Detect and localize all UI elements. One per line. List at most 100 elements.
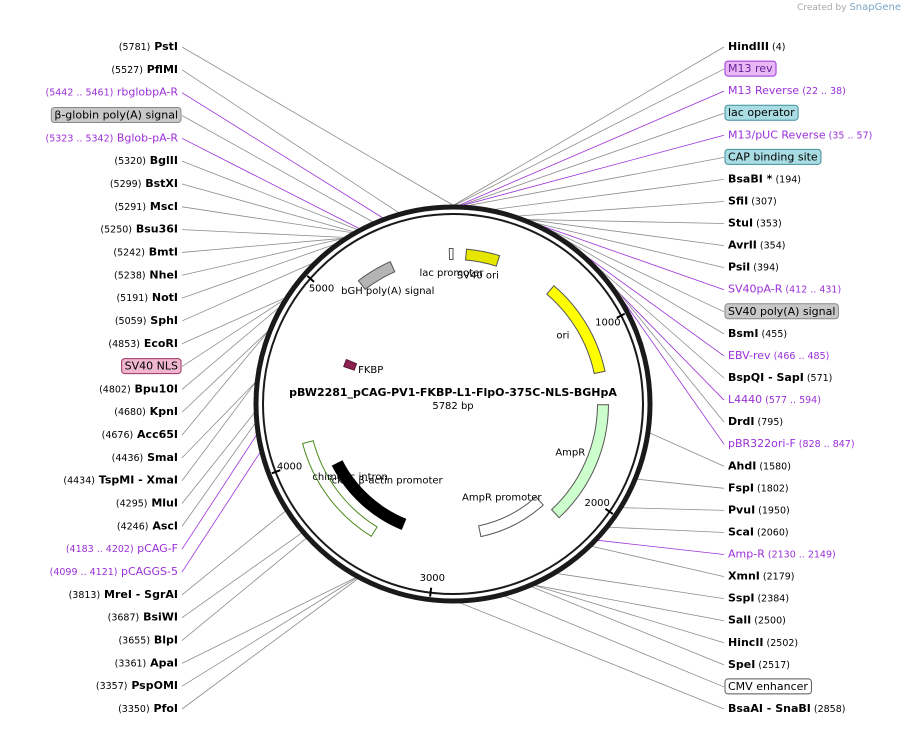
leader-notI bbox=[181, 244, 334, 299]
leader-pbr322 bbox=[609, 281, 725, 445]
leader-bmtI bbox=[181, 237, 343, 253]
feature-lacprom bbox=[448, 247, 454, 261]
label-m13reverse: M13 Reverse (22 .. 38) bbox=[728, 84, 846, 97]
label-part: BmtI bbox=[145, 245, 178, 258]
label-text-mreI: (3813) MreI - SgrAI bbox=[69, 588, 178, 601]
label-part: (4436) bbox=[112, 453, 144, 464]
leader-m13rev bbox=[454, 68, 725, 206]
label-text-sfiI: SfiI (307) bbox=[728, 194, 777, 207]
label-part: AscI bbox=[148, 519, 178, 532]
leader-lines bbox=[181, 46, 725, 710]
label-ahdI: AhdI (1580) bbox=[728, 459, 791, 472]
label-part: (4802) bbox=[99, 384, 131, 395]
leader-m13reverse bbox=[459, 90, 725, 206]
leader-cap bbox=[468, 156, 725, 206]
label-part: (5527) bbox=[111, 65, 143, 76]
label-part: (795) bbox=[755, 417, 784, 428]
label-part: (828 .. 847) bbox=[796, 439, 855, 450]
leader-pvuI bbox=[622, 507, 725, 511]
leader-sv40paR bbox=[540, 224, 725, 291]
feature-label-ori: ori bbox=[556, 330, 569, 341]
feature-chimintron bbox=[301, 440, 378, 538]
feature-box-cmv bbox=[724, 678, 812, 695]
label-ecoRI: (4853) EcoRI bbox=[108, 337, 178, 350]
leader-bsu36I bbox=[181, 229, 345, 238]
leader-salI bbox=[534, 584, 725, 622]
label-part: (4) bbox=[769, 42, 785, 53]
label-part: AhdI bbox=[728, 459, 756, 472]
label-text-pbr322: pBR322ori-F (828 .. 847) bbox=[728, 437, 855, 450]
label-part: (1580) bbox=[756, 461, 791, 472]
label-part: HindIII bbox=[728, 40, 769, 53]
label-part: EcoRI bbox=[140, 337, 178, 350]
label-part: MscI bbox=[146, 200, 178, 213]
label-part: (571) bbox=[804, 373, 833, 384]
leader-apaI bbox=[181, 577, 356, 664]
label-part: BspQI bbox=[728, 371, 764, 384]
leader-bsaBI bbox=[494, 179, 725, 210]
label-pvuI: PvuI (1950) bbox=[728, 503, 790, 516]
label-bglII: (5320) BglII bbox=[114, 154, 178, 167]
label-text-nheI: (5238) NheI bbox=[114, 268, 178, 281]
label-text-pfmI: (5527) PflMI bbox=[111, 63, 178, 76]
leader-pcagF bbox=[181, 434, 257, 550]
leader-sv40polyA bbox=[542, 225, 725, 313]
feature-box-sv40nls bbox=[121, 358, 182, 375]
feature-label-fkbp: FKBP bbox=[358, 365, 383, 376]
leader-tspMI bbox=[181, 382, 256, 481]
label-part: PfoI bbox=[150, 702, 178, 715]
feature-label-lacprom: lac promoter bbox=[419, 268, 484, 279]
label-part: CMV enhancer bbox=[728, 680, 808, 693]
leader-sfiI bbox=[518, 201, 725, 217]
label-text-sphI: (5059) SphI bbox=[115, 314, 178, 327]
label-text-xmnI: XmnI (2179) bbox=[728, 570, 794, 583]
label-text-l4440: L4440 (577 .. 594) bbox=[728, 393, 821, 406]
label-part: (354) bbox=[757, 241, 786, 252]
label-pspOMI: (3357) PspOMI bbox=[96, 679, 178, 692]
label-part: AvrII bbox=[728, 239, 757, 252]
label-text-bstXI: (5299) BstXI bbox=[110, 177, 178, 190]
label-text-m13rev: M13 rev bbox=[728, 62, 773, 75]
label-part: (5059) bbox=[115, 316, 147, 327]
label-part: SspI bbox=[728, 592, 754, 605]
label-part: (1950) bbox=[755, 505, 790, 516]
label-bglobR: (5323 .. 5342) Bglob-pA-R bbox=[45, 131, 178, 144]
feature-sv40ori bbox=[465, 248, 501, 267]
label-part: PstI bbox=[150, 40, 178, 53]
label-pfoI: (3350) PfoI bbox=[118, 702, 178, 715]
label-part: DrdI bbox=[728, 415, 755, 428]
leader-sv40nls bbox=[181, 300, 284, 367]
label-drdI: DrdI (795) bbox=[728, 415, 783, 428]
label-part: (307) bbox=[748, 196, 777, 207]
label-part: PflMI bbox=[143, 63, 178, 76]
label-part: pCAG-F bbox=[134, 542, 178, 555]
label-pstI: (5781) PstI bbox=[119, 40, 178, 53]
tick-label: 2000 bbox=[584, 498, 609, 509]
label-text-mscI: (5291) MscI bbox=[114, 200, 178, 213]
label-m13rev: M13 rev bbox=[724, 60, 777, 77]
label-part: (2060) bbox=[754, 527, 789, 538]
label-bsaBI: BsaBI * (194) bbox=[728, 172, 801, 185]
label-part: StuI bbox=[728, 217, 753, 230]
label-notI: (5191) NotI bbox=[116, 291, 178, 304]
tick-3000 bbox=[429, 587, 433, 597]
label-part: (4295) bbox=[116, 499, 148, 510]
label-part: (1802) bbox=[754, 483, 789, 494]
snapgene-credit: Created by SnapGene bbox=[797, 2, 901, 13]
leader-bglII bbox=[181, 160, 358, 230]
tick-1000 bbox=[616, 312, 626, 319]
label-part: BstXI bbox=[141, 177, 178, 190]
label-part: PvuI bbox=[728, 503, 755, 516]
leader-psiI bbox=[535, 222, 725, 269]
label-part: BsaAI bbox=[728, 702, 763, 715]
label-part: (2517) bbox=[755, 660, 790, 671]
label-acc65I: (4676) Acc65I bbox=[102, 428, 178, 441]
snapgene-logo: SnapGene bbox=[849, 2, 901, 13]
label-part: (3350) bbox=[118, 704, 150, 715]
tick-5000 bbox=[306, 275, 315, 283]
label-part: (3813) bbox=[69, 590, 101, 601]
label-part: (5781) bbox=[119, 42, 151, 53]
leader-nheI bbox=[181, 238, 343, 276]
